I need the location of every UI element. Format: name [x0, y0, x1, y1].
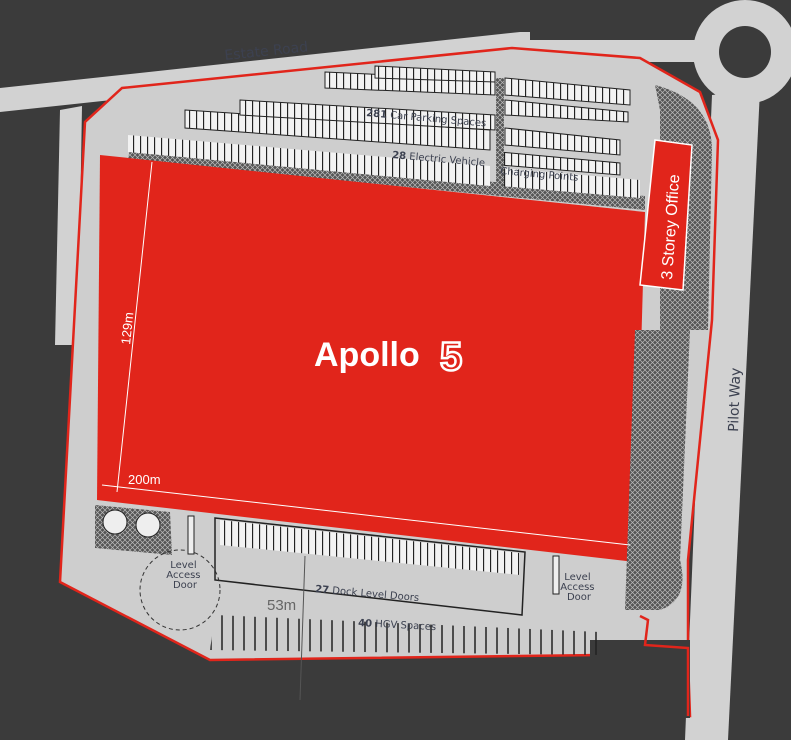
logo-text: Apollo — [314, 336, 420, 374]
level-access-right-label: Level Access Door — [560, 572, 597, 603]
dimension-lines — [101, 161, 631, 546]
roundabout — [693, 0, 791, 104]
logo-numeral: 5 — [440, 335, 462, 379]
warehouse-building — [97, 155, 645, 562]
depth-dimension: 129m — [118, 311, 136, 345]
office-block — [639, 139, 693, 291]
offsite-corner — [590, 640, 690, 718]
pilot-way-label: Pilot Way — [726, 367, 744, 432]
service-yard-hatch — [625, 330, 690, 610]
hgv-spaces-label: 40 HGV Spaces — [358, 618, 437, 633]
apollo-5-logo: Apollo 5 — [314, 334, 464, 381]
level-access-left-label: Level Access Door — [166, 560, 203, 591]
yard-depth-dimension: 53m — [267, 597, 296, 614]
pilot-way: Pilot Way — [685, 90, 760, 740]
service-yard — [95, 505, 600, 701]
car-park: 281 Car Parking Spaces 28 Electric Vehic… — [128, 65, 712, 330]
width-dimension: 200m — [128, 472, 161, 487]
